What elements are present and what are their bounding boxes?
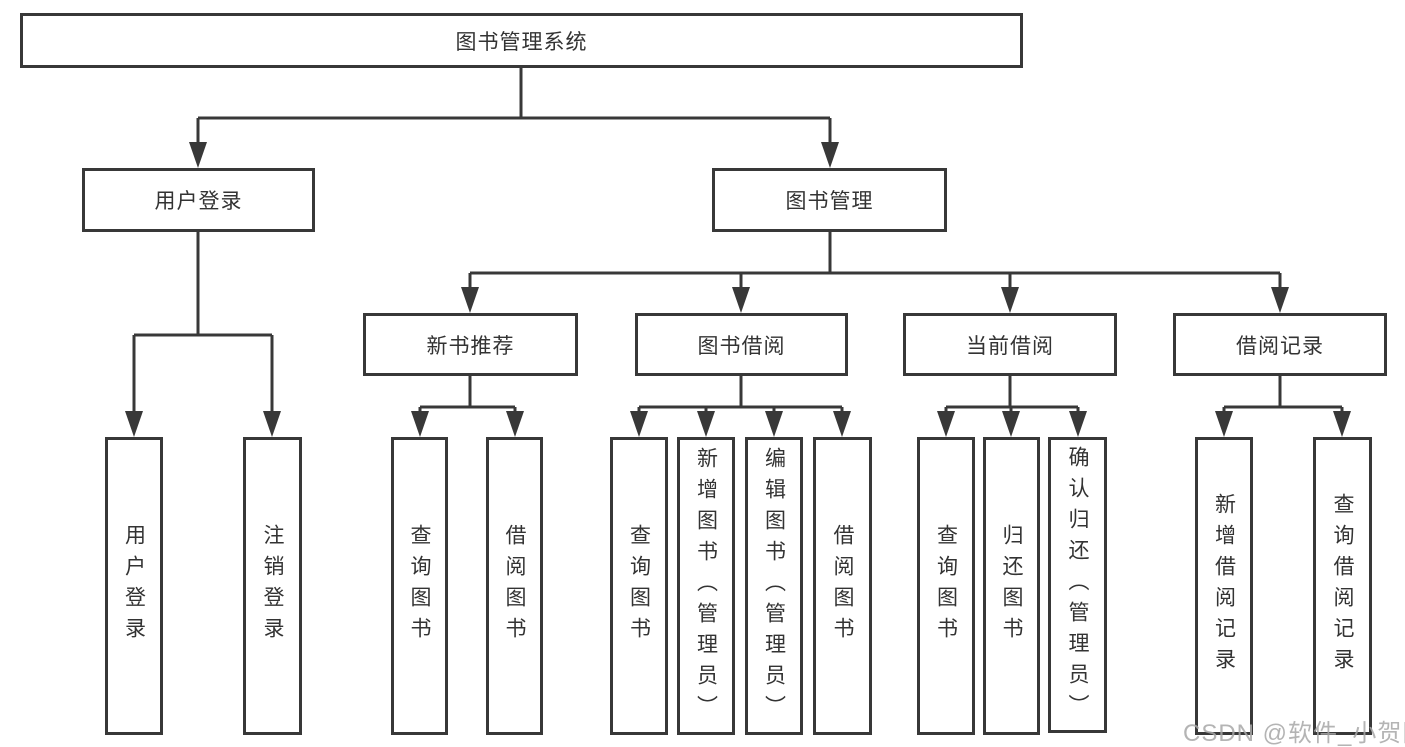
node-leaf-query-borrow-record-label: 查询借阅记录 — [1331, 493, 1354, 679]
node-leaf-query-books-borrow: 查询图书 — [610, 437, 668, 735]
node-leaf-edit-books-admin: 编辑图书（管理员） — [745, 437, 803, 735]
connector-bookmgmt-to-level3 — [468, 232, 1282, 289]
node-leaf-borrow-books-recommend-label: 借阅图书 — [503, 524, 526, 648]
node-leaf-query-books-current-label: 查询图书 — [934, 524, 958, 648]
watermark: CSDN @软件_小贺同学 — [1183, 720, 1405, 747]
node-leaf-query-books-borrow-label: 查询图书 — [627, 524, 651, 648]
node-leaf-add-books-admin-label: 新增图书（管理员） — [694, 446, 718, 726]
connector-current-to-leaves — [944, 376, 1080, 413]
node-new-book-recommend: 新书推荐 — [363, 313, 578, 376]
node-leaf-user-login: 用户登录 — [105, 437, 163, 735]
connector-records-to-leaves — [1222, 376, 1344, 413]
connector-newbooks-to-leaves — [418, 376, 517, 413]
arrowhead — [765, 411, 783, 437]
arrowhead — [732, 287, 750, 313]
arrowhead — [1333, 411, 1351, 437]
node-leaf-query-borrow-record: 查询借阅记录 — [1313, 437, 1372, 735]
arrowhead — [1002, 411, 1020, 437]
arrowhead — [821, 142, 839, 168]
node-leaf-add-borrow-record: 新增借阅记录 — [1195, 437, 1253, 735]
node-leaf-add-books-admin: 新增图书（管理员） — [677, 437, 735, 735]
arrowhead — [263, 411, 281, 437]
node-book-management: 图书管理 — [712, 168, 947, 232]
node-leaf-borrow-books: 借阅图书 — [813, 437, 872, 735]
node-leaf-query-books-recommend: 查询图书 — [391, 437, 448, 735]
node-leaf-borrow-books-recommend: 借阅图书 — [486, 437, 543, 735]
arrowhead — [630, 411, 648, 437]
node-borrow-records: 借阅记录 — [1173, 313, 1387, 376]
node-leaf-query-books-current: 查询图书 — [917, 437, 975, 735]
connector-borrow-to-leaves — [637, 376, 844, 413]
arrowhead — [506, 411, 524, 437]
node-leaf-borrow-books-label: 借阅图书 — [831, 524, 854, 648]
node-leaf-edit-books-admin-label: 编辑图书（管理员） — [762, 446, 786, 726]
connector-userlogin-to-leaves — [132, 232, 274, 413]
node-leaf-return-books: 归还图书 — [983, 437, 1040, 735]
node-leaf-confirm-return-admin: 确认归还（管理员） — [1048, 437, 1107, 733]
node-book-borrow: 图书借阅 — [635, 313, 848, 376]
arrowhead — [1271, 287, 1289, 313]
node-user-login: 用户登录 — [82, 168, 315, 232]
arrowhead — [1215, 411, 1233, 437]
node-library-system: 图书管理系统 — [20, 13, 1023, 68]
node-leaf-add-borrow-record-label: 新增借阅记录 — [1212, 493, 1236, 679]
node-leaf-logout: 注销登录 — [243, 437, 302, 735]
node-leaf-user-login-label: 用户登录 — [122, 524, 146, 648]
arrowhead — [411, 411, 429, 437]
node-leaf-query-books-recommend-label: 查询图书 — [408, 524, 431, 648]
arrowhead — [125, 411, 143, 437]
node-leaf-return-books-label: 归还图书 — [1000, 524, 1023, 648]
arrowhead — [697, 411, 715, 437]
node-leaf-confirm-return-admin-label: 确认归还（管理员） — [1066, 445, 1089, 725]
arrowhead — [461, 287, 479, 313]
arrowhead — [833, 411, 851, 437]
arrowhead — [1069, 411, 1087, 437]
arrowheads — [125, 142, 1351, 437]
arrowhead — [937, 411, 955, 437]
node-leaf-logout-label: 注销登录 — [261, 524, 284, 648]
arrowhead — [189, 142, 207, 168]
connector-root-to-level2 — [196, 68, 832, 144]
arrowhead — [1001, 287, 1019, 313]
node-current-borrow: 当前借阅 — [903, 313, 1117, 376]
